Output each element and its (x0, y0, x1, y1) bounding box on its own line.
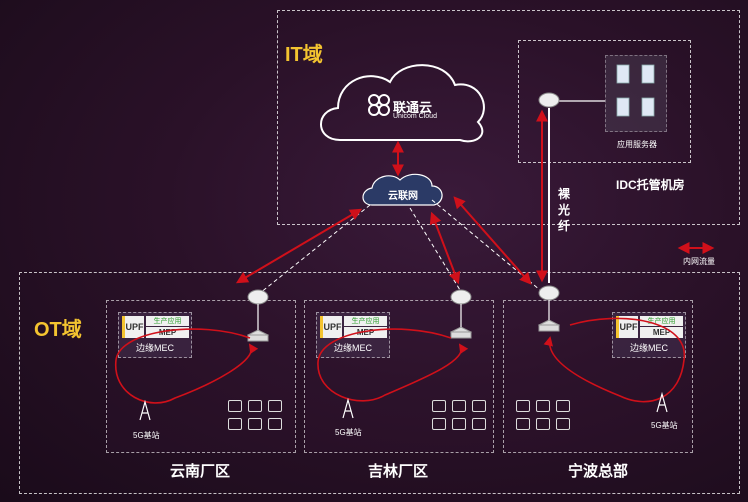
local-traffic-loop (543, 317, 685, 403)
legend-label: 内网流量 (683, 257, 715, 266)
idc-label: IDC托管机房 (616, 178, 685, 192)
mec-ningbo: UPF 生产应用 MEP 边缘MEC (612, 312, 686, 358)
site-name-yunnan: 云南厂区 (169, 463, 230, 480)
station-label-yunnan: 5G基站 (133, 431, 160, 440)
mec-yunnan: UPF 生产应用 MEP 边缘MEC (118, 312, 192, 358)
upf-label: UPF (616, 316, 638, 338)
local-traffic-loop (115, 328, 259, 404)
idc-box (518, 40, 691, 163)
upf-label: UPF (122, 316, 144, 338)
upf-label: UPF (320, 316, 342, 338)
mep-label: MEP (344, 327, 387, 338)
mep-label: MEP (640, 327, 683, 338)
5g-tower-icon (139, 391, 668, 421)
app-label: 生产应用 (640, 316, 683, 326)
mec-caption: 边缘MEC (136, 343, 174, 353)
device-icons-yunnan (228, 400, 288, 434)
ot-zone-label: OT域 (34, 319, 82, 341)
local-traffic-loop (317, 328, 469, 402)
it-zone-label: IT域 (285, 44, 323, 66)
server-group (605, 55, 667, 132)
mep-label: MEP (146, 327, 189, 338)
device-icons-jilin (432, 400, 492, 434)
app-label: 生产应用 (146, 316, 189, 326)
cloud-subtitle: Unicom Cloud (393, 113, 437, 120)
device-icons-ningbo (516, 400, 576, 434)
network-label: 云联网 (388, 191, 418, 202)
cloud-network-shape (362, 173, 443, 206)
server-label: 应用服务器 (617, 140, 657, 149)
mec-jilin: UPF 生产应用 MEP 边缘MEC (316, 312, 390, 358)
ot-zone (19, 272, 740, 494)
unicom-logo-icon (368, 94, 390, 116)
mec-caption: 边缘MEC (630, 343, 668, 353)
unicom-cloud-shape (320, 64, 485, 143)
cloud-name: 联通云 (393, 100, 433, 115)
site-name-jilin: 吉林厂区 (367, 463, 428, 480)
switch-icon (246, 319, 561, 342)
app-label: 生产应用 (344, 316, 387, 326)
router-icon (247, 92, 560, 305)
station-label-ningbo: 5G基站 (651, 421, 678, 430)
server-icon (616, 64, 655, 117)
mec-caption: 边缘MEC (334, 343, 372, 353)
site-name-ningbo: 宁波总部 (567, 463, 628, 480)
station-label-jilin: 5G基站 (335, 428, 362, 437)
fiber-label: 裸光纤 (558, 187, 571, 233)
